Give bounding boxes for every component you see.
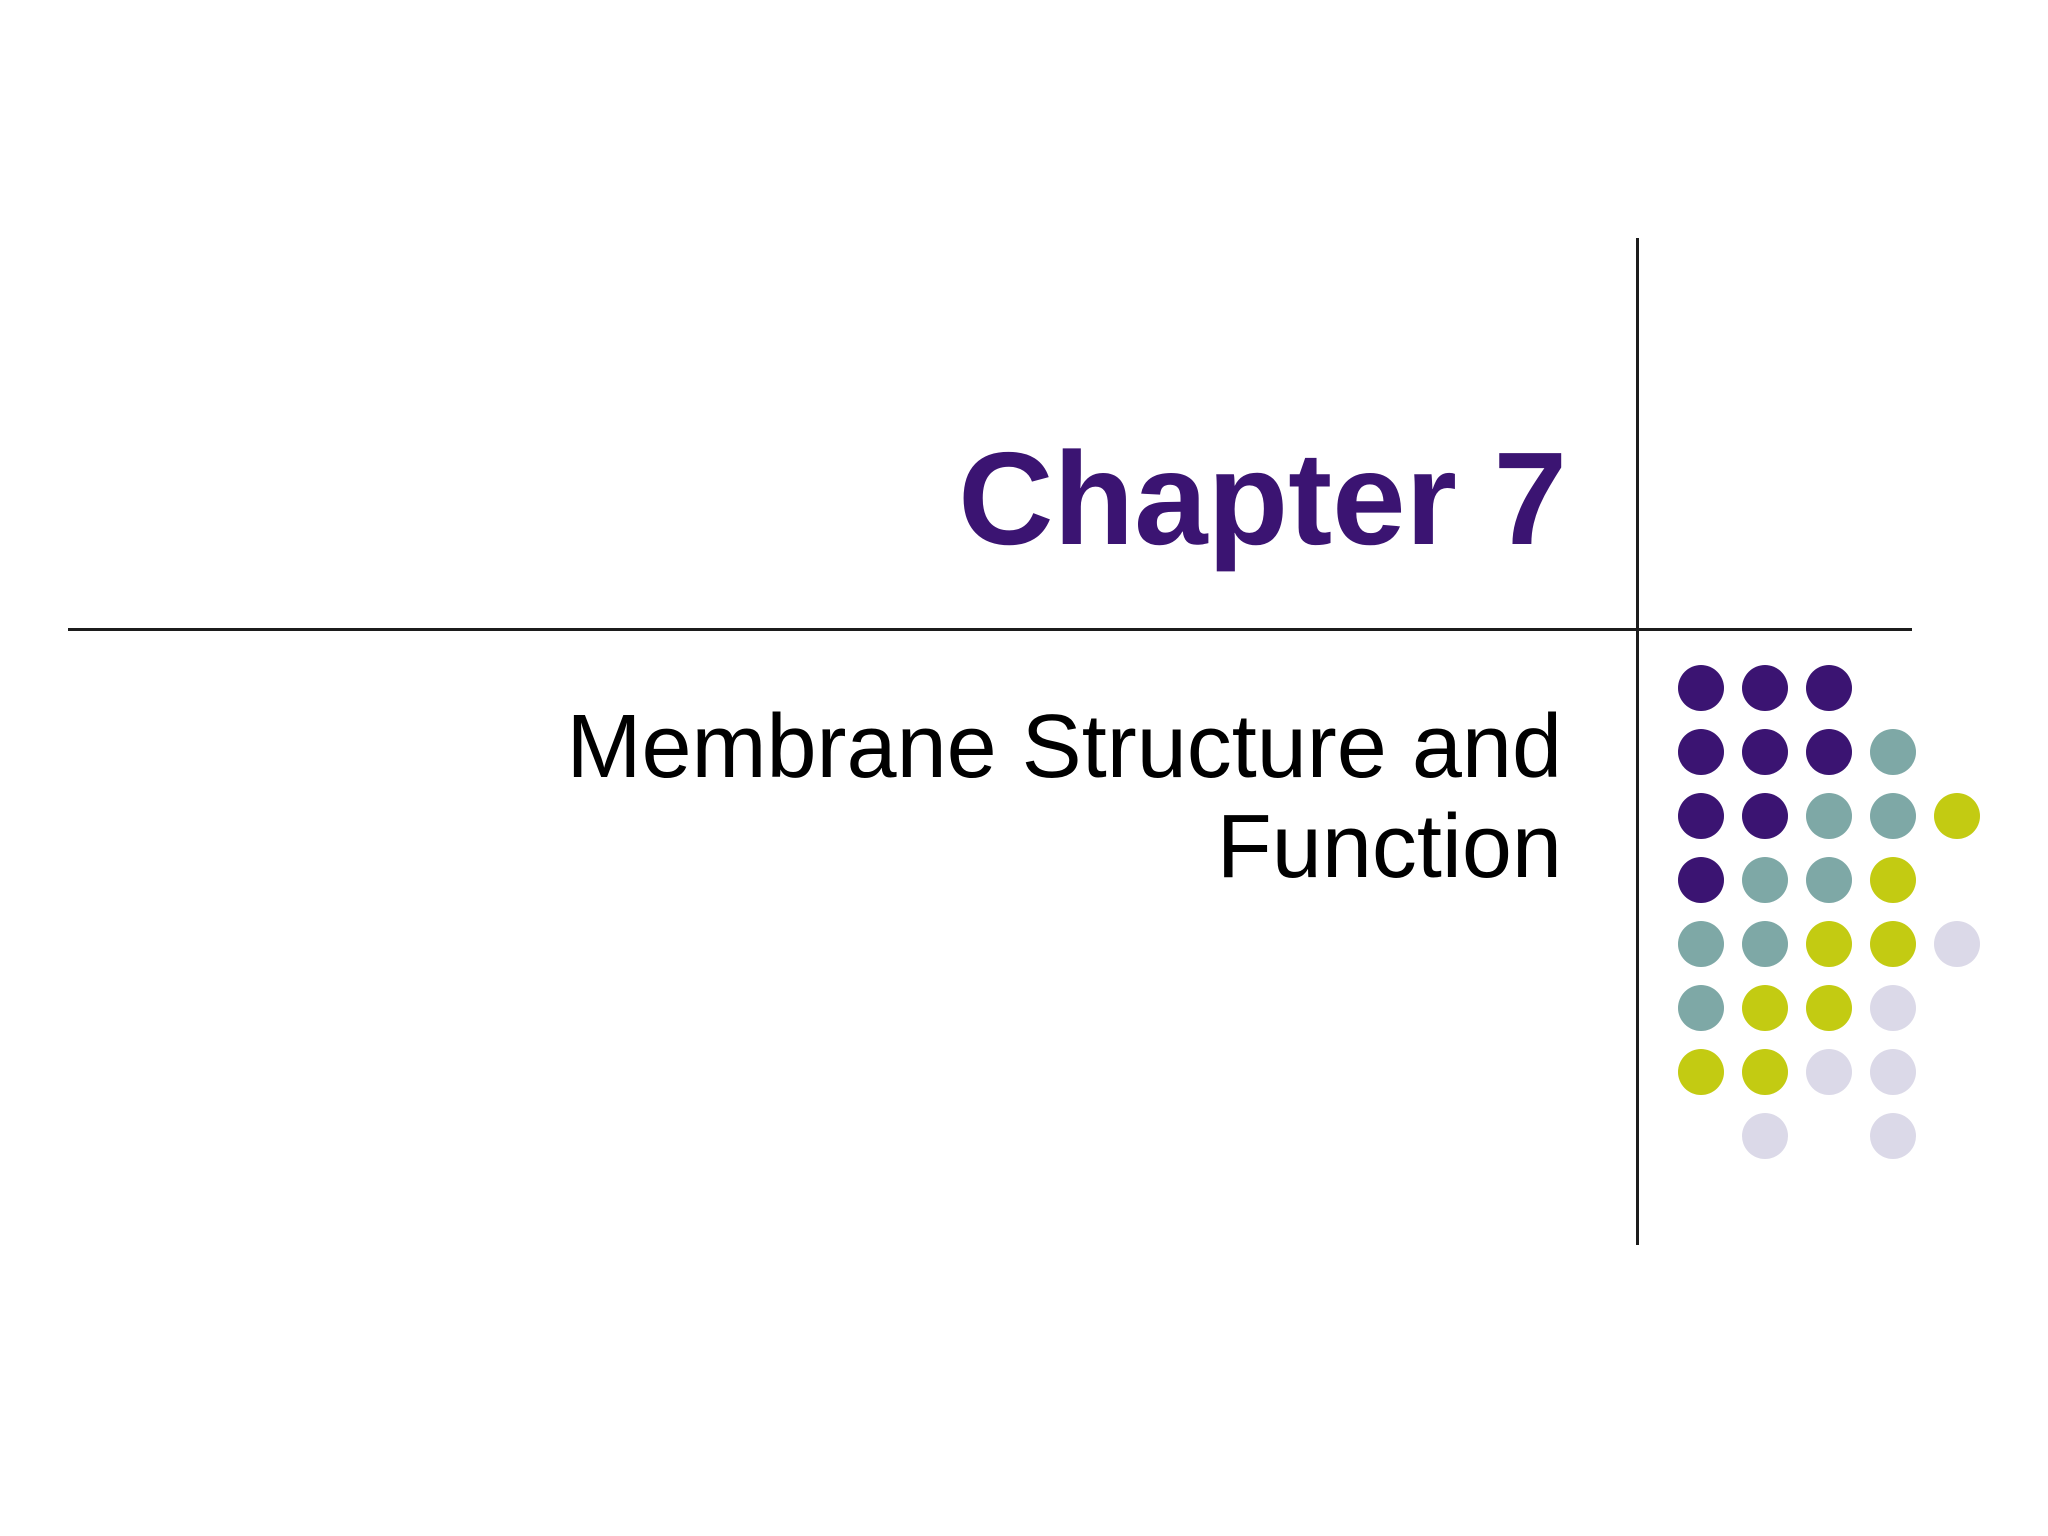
slide-subtitle-line-1: Membrane Structure and [566, 697, 1563, 797]
horizontal-divider-line [68, 628, 1912, 631]
decorative-dot-purple [1678, 857, 1724, 903]
decorative-dot-teal [1678, 985, 1724, 1031]
decorative-dot-teal [1678, 921, 1724, 967]
decorative-dot-yellow [1934, 793, 1980, 839]
decorative-dot-lavender [1870, 985, 1916, 1031]
decorative-dot-teal [1870, 793, 1916, 839]
decorative-dot-yellow [1806, 921, 1852, 967]
slide-title: Chapter 7 [958, 425, 1567, 572]
decorative-dot-purple [1806, 729, 1852, 775]
decorative-dot-purple [1678, 665, 1724, 711]
decorative-dot-teal [1870, 729, 1916, 775]
slide-subtitle-line-2: Function [1216, 797, 1562, 897]
decorative-dot-lavender [1934, 921, 1980, 967]
decorative-dot-purple [1678, 793, 1724, 839]
decorative-dot-purple [1806, 665, 1852, 711]
decorative-dot-yellow [1870, 857, 1916, 903]
decorative-dot-yellow [1678, 1049, 1724, 1095]
decorative-dot-purple [1742, 793, 1788, 839]
decorative-dot-purple [1678, 729, 1724, 775]
decorative-dot-yellow [1870, 921, 1916, 967]
slide-subtitle: Membrane Structure and Function [462, 697, 1563, 897]
vertical-divider-line [1636, 238, 1639, 1245]
decorative-dot-yellow [1806, 985, 1852, 1031]
decorative-dot-teal [1806, 793, 1852, 839]
decorative-dot-lavender [1806, 1049, 1852, 1095]
decorative-dot-teal [1806, 857, 1852, 903]
decorative-dot-teal [1742, 857, 1788, 903]
decorative-dot-lavender [1870, 1049, 1916, 1095]
decorative-dot-purple [1742, 665, 1788, 711]
decorative-dot-yellow [1742, 985, 1788, 1031]
decorative-dot-lavender [1870, 1113, 1916, 1159]
decorative-dot-purple [1742, 729, 1788, 775]
decorative-dot-yellow [1742, 1049, 1788, 1095]
decorative-dot-teal [1742, 921, 1788, 967]
decorative-dot-lavender [1742, 1113, 1788, 1159]
